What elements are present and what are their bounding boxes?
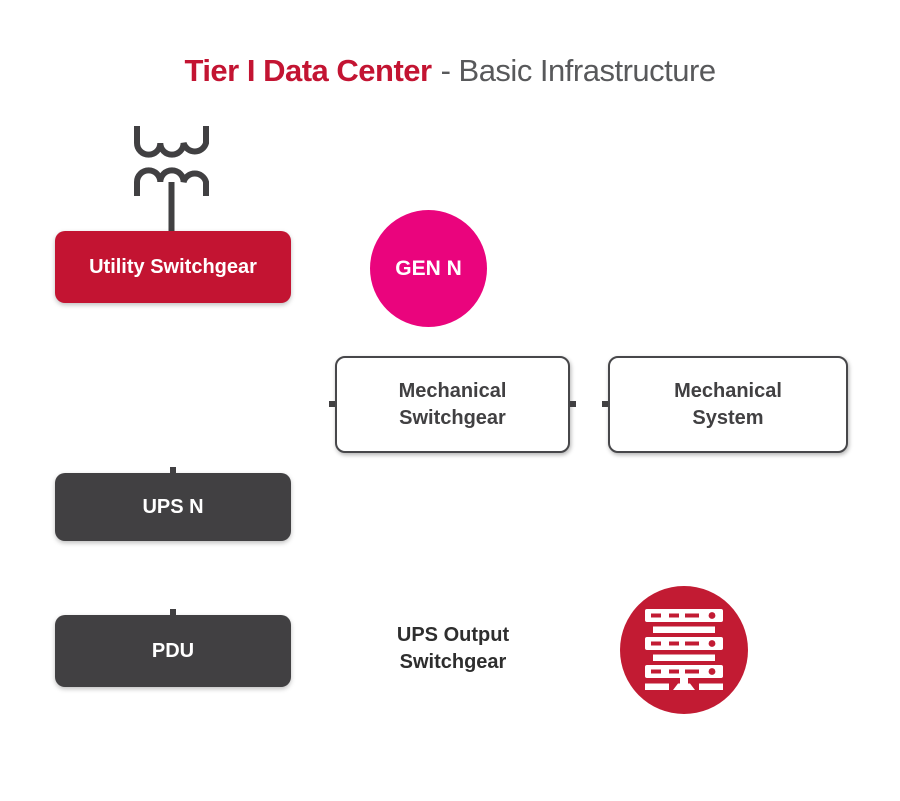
title-primary: Tier I Data Center: [184, 53, 432, 88]
pdu-label: PDU: [151, 639, 195, 662]
mechanical-switchgear-line1: Mechanical: [398, 379, 507, 402]
connector-stub-pdu: [170, 609, 176, 615]
ups-n-label: UPS N: [142, 495, 204, 518]
title-secondary: - Basic Infrastructure: [440, 53, 716, 88]
ups-output-line2: Switchgear: [399, 651, 507, 673]
ups-output-line1: UPS Output: [396, 624, 510, 646]
mechanical-system-line2: System: [692, 406, 764, 429]
connector-stub-mech-system-left: [602, 401, 608, 407]
node-utility-switchgear: Utility Switchgear: [55, 231, 291, 303]
server-circle: [620, 586, 748, 714]
node-mechanical-system: Mechanical System: [608, 356, 848, 453]
node-gen-n: GEN N: [370, 210, 487, 327]
mechanical-system-line1: Mechanical: [674, 379, 782, 402]
utility-switchgear-label: Utility Switchgear: [89, 255, 257, 278]
mechanical-switchgear-line2: Switchgear: [399, 406, 506, 429]
page-title: Tier I Data Center- Basic Infrastructure: [0, 52, 900, 90]
server-rack-icon: [645, 609, 723, 690]
connector-stub-mech-switchgear-left: [329, 401, 335, 407]
node-ups-n: UPS N: [55, 473, 291, 541]
node-pdu: PDU: [55, 615, 291, 687]
transformer-icon: [133, 126, 209, 231]
connector-stub-ups: [170, 467, 176, 473]
ups-output-switchgear-label: UPS Output Switchgear: [353, 622, 553, 676]
node-mechanical-switchgear: Mechanical Switchgear: [335, 356, 570, 453]
gen-n-label: GEN N: [395, 256, 462, 280]
connector-stub-mech-switchgear-right: [570, 401, 576, 407]
